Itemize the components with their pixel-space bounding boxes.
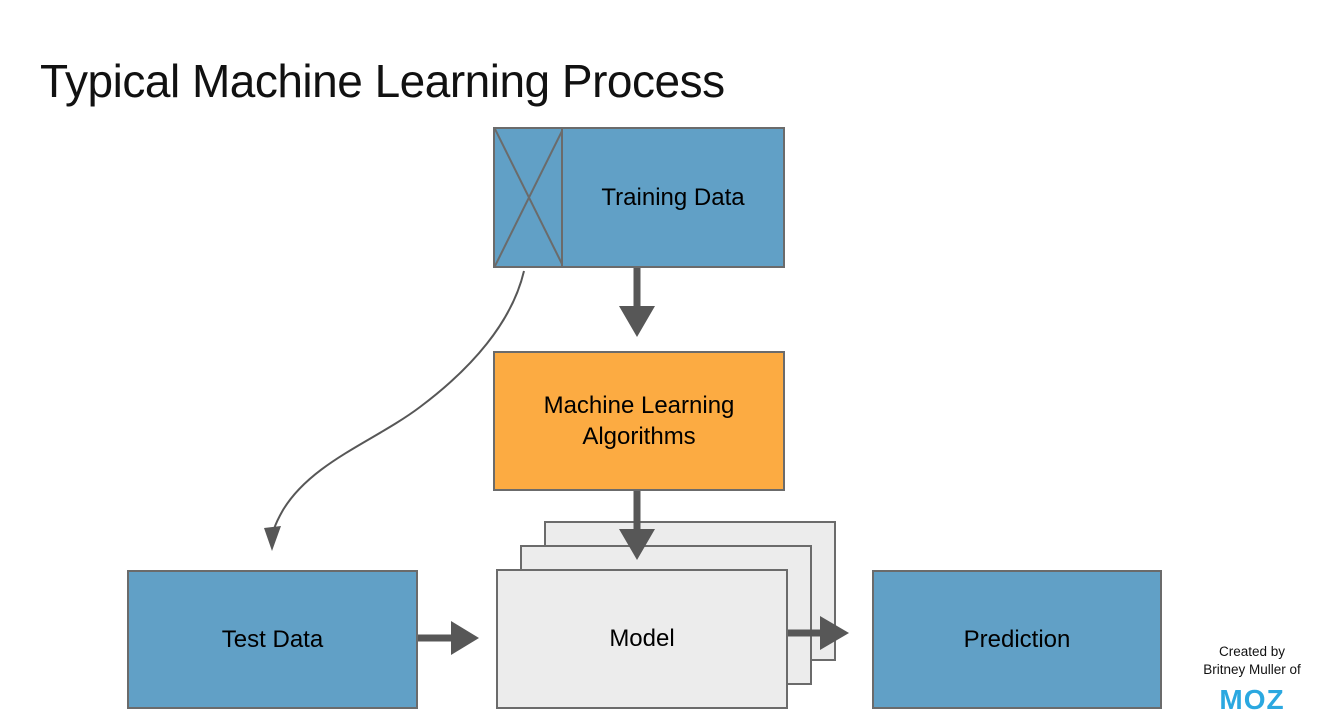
node-label-test-data: Test Data bbox=[221, 625, 324, 653]
slide-title: Typical Machine Learning Process bbox=[40, 55, 725, 107]
crossed-out-strip bbox=[495, 129, 563, 266]
node-test-data: Test Data bbox=[127, 570, 418, 709]
moz-logo: MOZ bbox=[1219, 684, 1285, 715]
node-label-ml-algorithms: Machine Learning Algorithms bbox=[543, 391, 735, 450]
node-training-data: Training Data bbox=[493, 127, 785, 268]
node-label-training-data: Training Data bbox=[601, 183, 745, 211]
node-model: Model bbox=[496, 569, 788, 709]
node-prediction: Prediction bbox=[872, 570, 1162, 709]
credit-block: Created by Britney Muller of MOZ bbox=[1186, 643, 1318, 716]
credit-line1: Created by bbox=[1218, 644, 1286, 659]
arrow-training-to-test-curved bbox=[264, 270, 525, 551]
arrow-training-to-algorithms bbox=[619, 268, 655, 337]
node-label-model: Model bbox=[609, 625, 675, 653]
credit-line2: Britney Muller of bbox=[1203, 662, 1301, 677]
node-label-prediction: Prediction bbox=[963, 625, 1071, 653]
node-ml-algorithms: Machine Learning Algorithms bbox=[493, 351, 785, 491]
arrow-test-to-model bbox=[418, 621, 479, 655]
